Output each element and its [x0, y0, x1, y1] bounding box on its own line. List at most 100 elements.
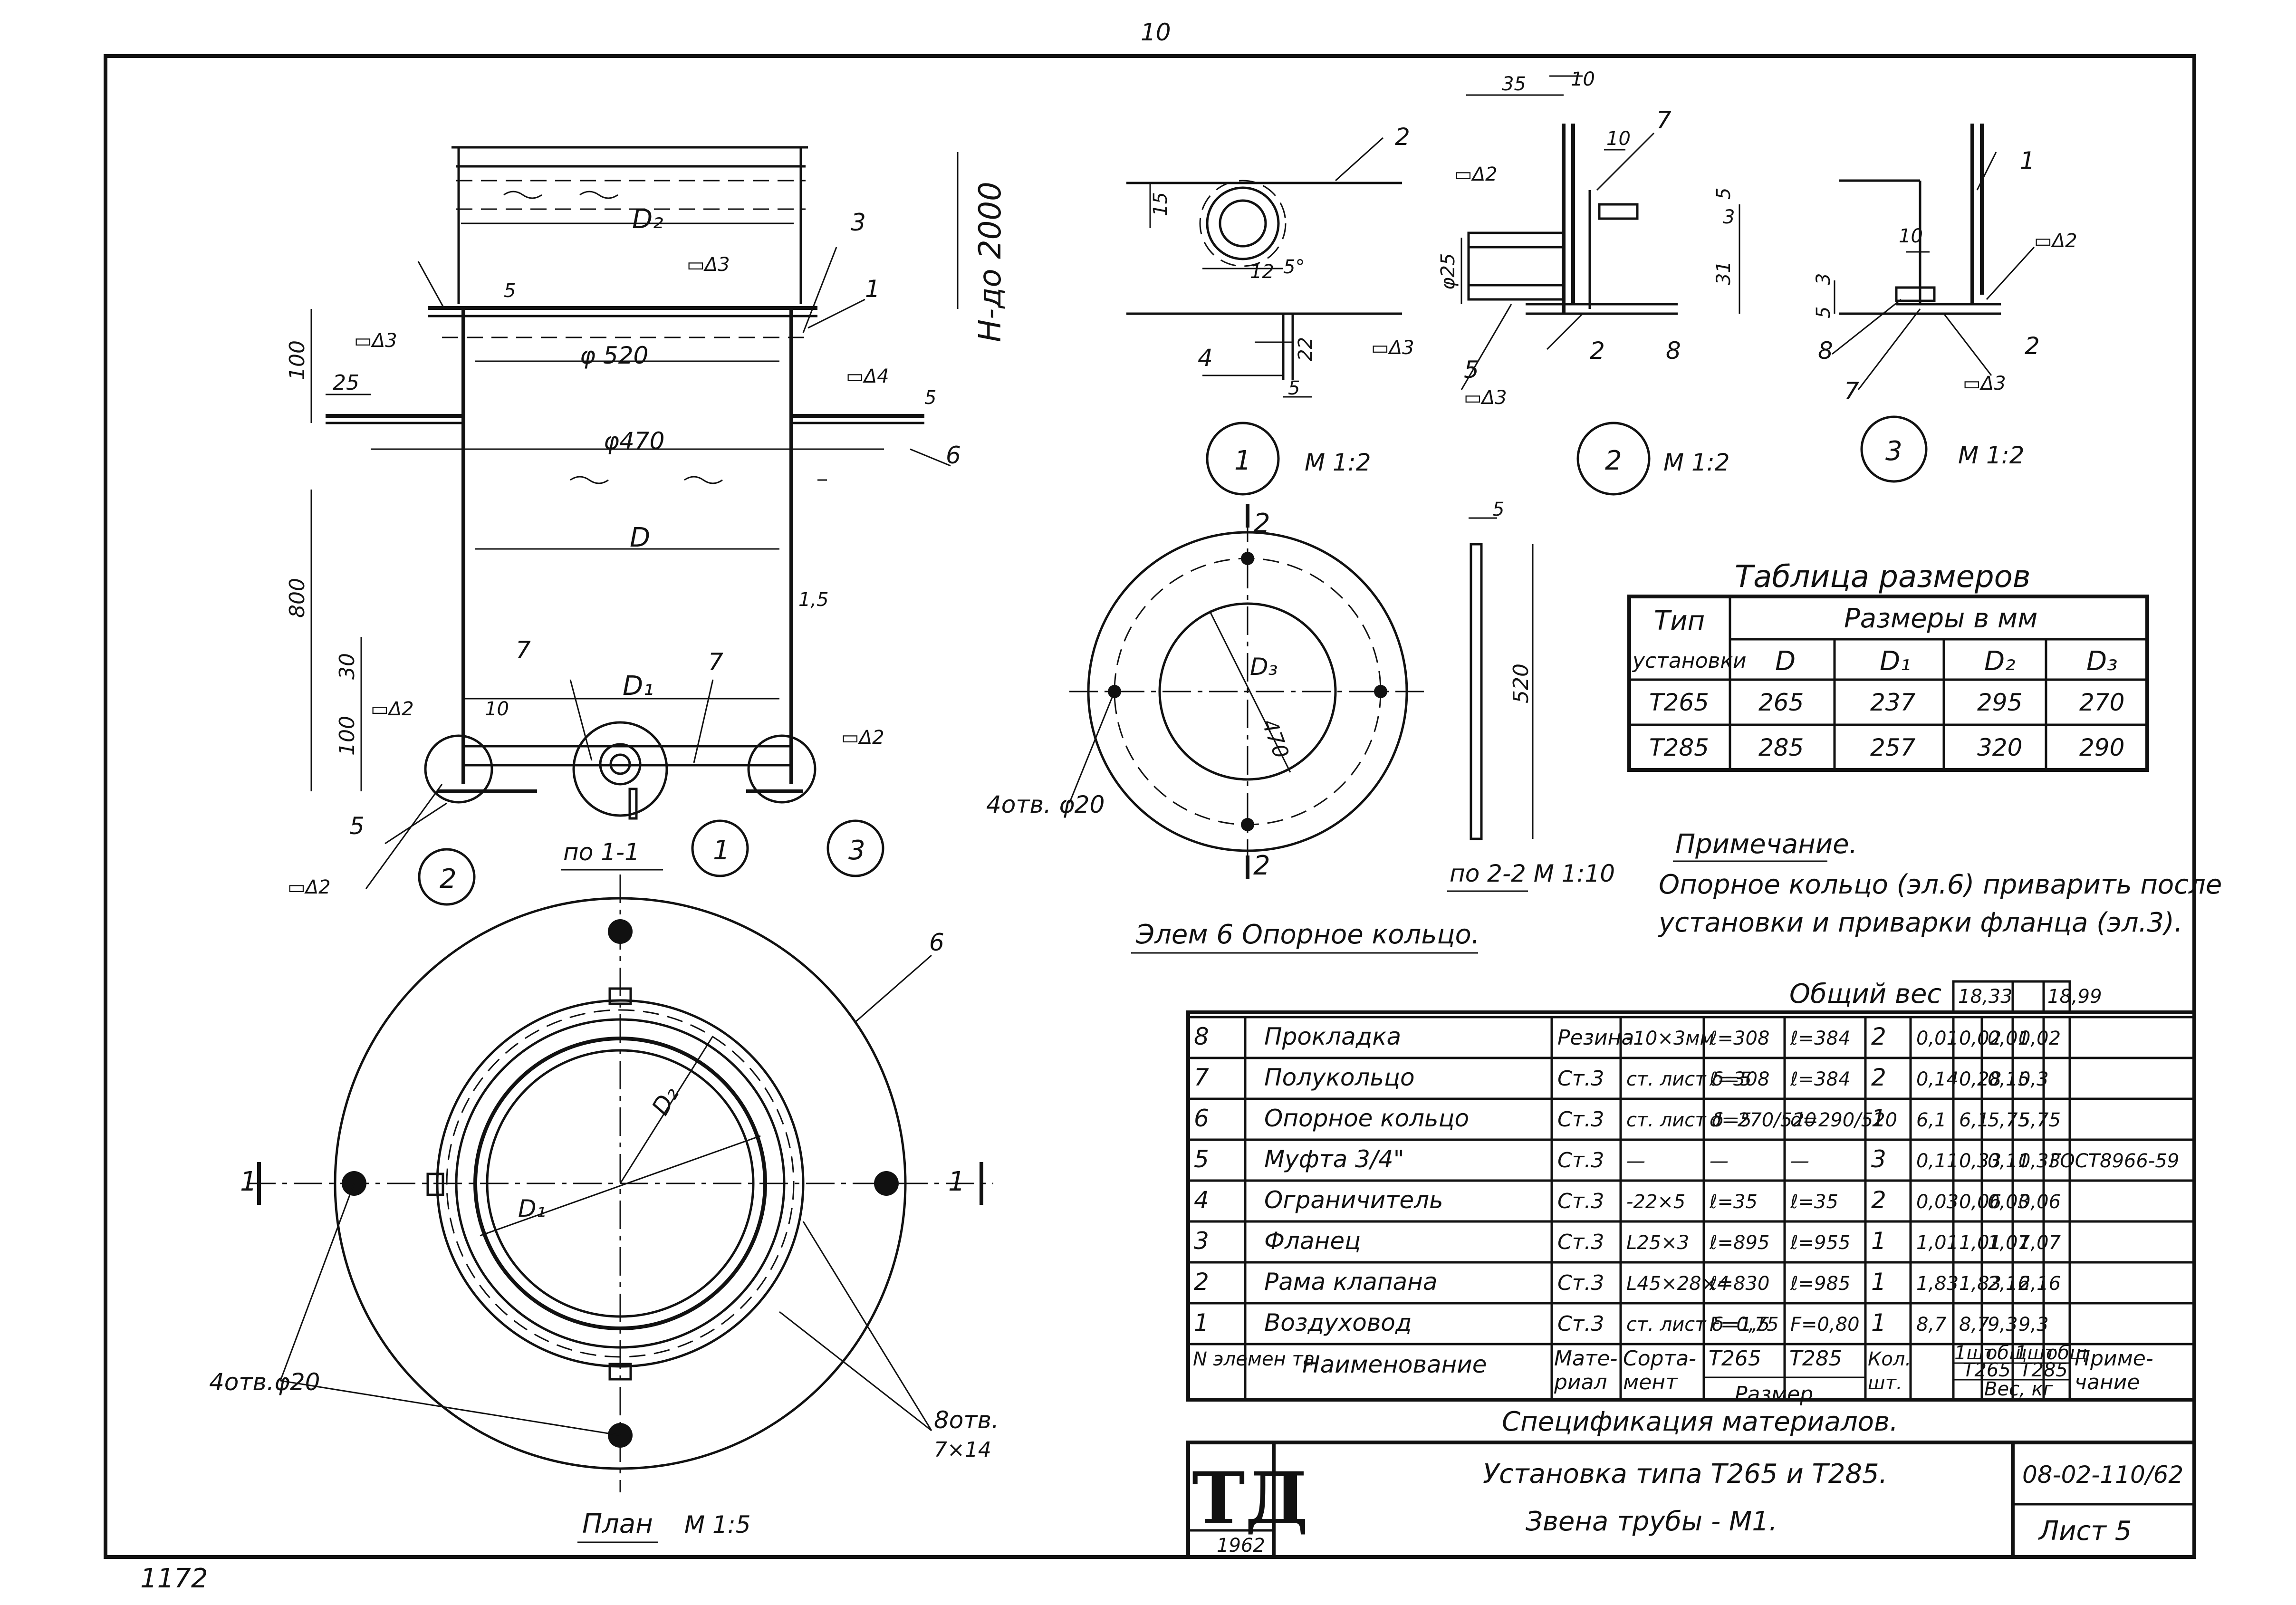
detail-1: 15 12 5° 22 5 2 4 ▭Δ3 1 М 1:2 [1126, 123, 1414, 496]
detail-2-scale: М 1:2 [1663, 449, 1730, 476]
side-5-label: 5 [1492, 499, 1504, 520]
d2-label: D₂ [632, 204, 663, 235]
flange-diameter-label: φ 520 [580, 342, 648, 369]
spec-cell: F=0,75 [1710, 1314, 1779, 1336]
spec-cell: Ограничитель [1264, 1186, 1443, 1214]
spec-cell: 8,7 [1916, 1314, 1947, 1336]
dim-5: 5 [1713, 188, 1735, 200]
spec-cell: ℓ=384 [1790, 1068, 1850, 1090]
note-line: Опорное кольцо (эл.6) приварить после [1659, 869, 2222, 900]
spec-cell: 0,03 [1916, 1191, 1959, 1213]
spec-header: Кол. [1868, 1348, 1911, 1370]
spec-cell: 0,3 [2018, 1068, 2049, 1090]
size-cell: 265 [1758, 689, 1804, 716]
page-number: 10 [1141, 19, 1171, 46]
dim-5: 5 [1288, 377, 1300, 399]
spec-cell: Полукольцо [1264, 1064, 1415, 1091]
dim-10: 10 [485, 698, 509, 720]
dim-5-flange: 5 [504, 280, 516, 302]
spec-cell: d=290/520 [1790, 1109, 1897, 1131]
plan-view: 4отв.φ20 8отв. 7×14 D₁ D₂ 6 1 1 План М 1… [209, 875, 999, 1543]
title-block: ТД 1962 Установка типа Т265 и Т285. Звен… [1186, 1441, 2196, 1559]
size-table-title: Таблица размеров [1735, 559, 2030, 595]
spec-header: общ [2046, 1342, 2087, 1364]
spec-cell: Ст.3 [1557, 1230, 1604, 1254]
spec-header: Т285 [2020, 1359, 2068, 1381]
spec-header: Мате- [1554, 1346, 1618, 1371]
dim-12: 12 [1250, 261, 1274, 283]
dim-22: 22 [1295, 337, 1316, 361]
position-label: 3 [851, 209, 866, 236]
spec-cell: ℓ=308 [1709, 1068, 1769, 1090]
position-label: 5 [349, 812, 365, 840]
dim-10: 10 [1571, 68, 1595, 90]
spec-cell: 8,7 [1959, 1314, 1989, 1336]
spec-cell: 2 [1194, 1268, 1209, 1296]
total-weight: 18,33 [1958, 986, 2013, 1008]
spec-cell: 1,07 [1988, 1232, 2030, 1254]
plan-caption: План [582, 1509, 653, 1539]
spec-cell: Ст.3 [1557, 1271, 1604, 1295]
spec-cell: Ст.3 [1557, 1148, 1604, 1173]
dim-30: 30 [335, 653, 359, 680]
dim-5-ring: 5 [924, 387, 936, 409]
spec-cell: 0,03 [1988, 1191, 2030, 1213]
spec-cell: 3 [1194, 1227, 1209, 1255]
plan-scale: М 1:5 [684, 1511, 751, 1538]
spec-cell: 1 [1871, 1105, 1886, 1132]
spec-cell: 6 [1194, 1105, 1209, 1132]
detail-3: 10 5 3 1 8 7 2 ▭Δ2 ▭Δ3 3 М 1:2 [1813, 124, 2077, 483]
dim-1-5: 1,5 [798, 589, 829, 611]
spec-cell: 8 [1194, 1023, 1209, 1050]
dim-35: 35 [1502, 73, 1526, 95]
weld-mark: ▭Δ3 [1371, 337, 1414, 359]
plan-d1-label: D₁ [518, 1195, 546, 1222]
ring-holes-label: 4отв. φ20 [986, 791, 1105, 818]
height-label: H-до 2000 [973, 182, 1008, 342]
spec-cell: ГОСТ8966-59 [2049, 1150, 2179, 1172]
size-cell: 237 [1870, 689, 1916, 716]
spec-header: риал [1554, 1370, 1607, 1394]
size-cell: 290 [2079, 734, 2124, 761]
detail-3-label: 3 [1885, 436, 1902, 467]
spec-cell: 0,14 [1916, 1068, 1959, 1090]
size-cell: 257 [1870, 734, 1916, 761]
position-label: 2 [1590, 337, 1605, 365]
spec-cell: Фланец [1264, 1227, 1361, 1255]
spec-header: общ [1986, 1342, 2027, 1364]
spec-cell: 0,01 [1916, 1028, 1959, 1049]
spec-cell: Ст.3 [1557, 1189, 1604, 1213]
col-type-2: установки [1632, 649, 1747, 673]
spec-cell: F=0,80 [1790, 1314, 1860, 1336]
spec-cell: ℓ=35 [1790, 1191, 1838, 1213]
weld-mark: ▭Δ3 [1464, 387, 1507, 409]
spec-cell: 1 [1871, 1227, 1886, 1255]
spec-cell: 0,28 [1959, 1068, 2001, 1090]
plan-holes-label: 4отв.φ20 [209, 1368, 320, 1396]
ring-section-mark: 2 [1253, 508, 1270, 539]
dim-15: 15 [1150, 192, 1172, 216]
spec-cell: ℓ=955 [1790, 1232, 1850, 1254]
size-table: Таблица размеров Тип установки Размеры в… [1627, 559, 2149, 772]
position-label: 8 [1818, 337, 1833, 365]
spec-header: Т265 [1963, 1359, 2011, 1381]
spec-cell: 1 [1871, 1268, 1886, 1296]
callout-label: 3 [848, 835, 865, 866]
weld-mark: ▭Δ4 [846, 365, 889, 387]
spec-cell: ℓ=895 [1709, 1232, 1769, 1254]
spec-cell: 2,16 [1988, 1273, 2030, 1295]
position-label: 5 [1464, 356, 1479, 384]
spec-header: Вес, кг [1984, 1378, 2054, 1400]
spec-cell: 4 [1194, 1186, 1209, 1214]
plan-slots-size: 7×14 [934, 1438, 991, 1462]
spec-cell: — [1790, 1150, 1809, 1172]
spec-cell: 1 [1871, 1309, 1886, 1336]
spec-header: 1шт [1954, 1342, 1996, 1364]
note: Примечание. Опорное кольцо (эл.6) привар… [1658, 829, 2222, 938]
detail-1-label: 1 [1234, 445, 1251, 476]
weld-mark: ▭Δ2 [371, 698, 414, 720]
title-line-2: Звена трубы - М1. [1526, 1506, 1777, 1537]
title-logo: ТД [1192, 1457, 1308, 1540]
spec-cell: 3 [1871, 1145, 1886, 1173]
position-label: 7 [516, 636, 531, 664]
